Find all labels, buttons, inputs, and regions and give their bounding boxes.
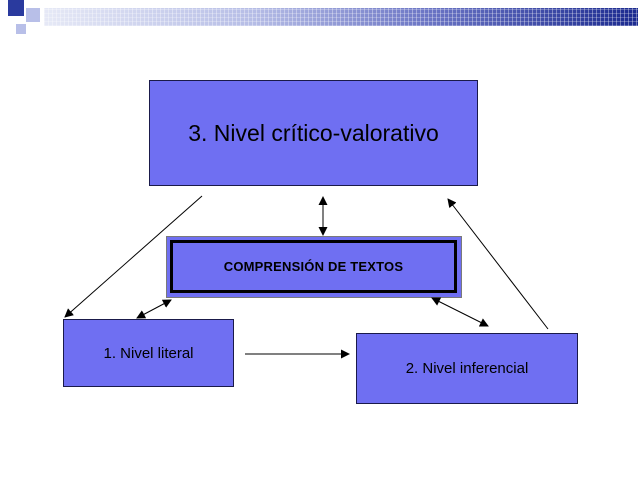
header-banner — [44, 8, 638, 26]
header-banner-pattern — [44, 8, 638, 26]
box-nivel-inferencial: 2. Nivel inferencial — [356, 333, 578, 404]
arrow-center-literal-bidirectional — [136, 299, 172, 319]
box-nivel-literal: 1. Nivel literal — [63, 319, 234, 387]
arrow-inferencial-to-critico — [447, 198, 549, 330]
header-square-small — [16, 24, 26, 34]
box-nivel-critico-valorativo-label: 3. Nivel crítico-valorativo — [188, 119, 439, 146]
arrow-critico-to-literal — [64, 195, 203, 318]
box-nivel-literal-label: 1. Nivel literal — [103, 344, 194, 362]
box-nivel-inferencial-label: 2. Nivel inferencial — [405, 360, 529, 377]
arrow-center-inferencial-bidirectional — [431, 297, 489, 327]
header-square-light — [26, 8, 40, 22]
box-comprension-de-textos: COMPRENSIÓN DE TEXTOS — [170, 240, 457, 293]
box-nivel-critico-valorativo: 3. Nivel crítico-valorativo — [149, 80, 478, 186]
box-comprension-de-textos-label: COMPRENSIÓN DE TEXTOS — [223, 259, 404, 274]
header-square-large — [8, 0, 24, 16]
